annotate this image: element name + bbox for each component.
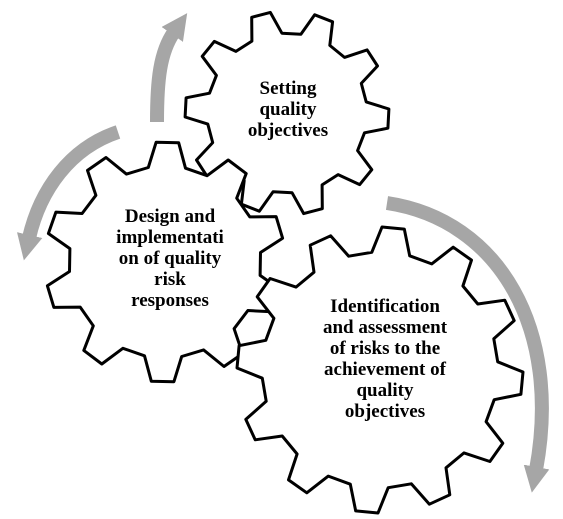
- gear-right-line: of risks to the: [329, 338, 441, 359]
- gear-right-line: Identification: [330, 296, 440, 317]
- gear-setting-objectives: [183, 10, 391, 216]
- gear-top-line: objectives: [247, 120, 329, 141]
- gear-right-label: Identification and assessment of risks t…: [300, 296, 470, 422]
- gear-right-line: achievement of: [324, 359, 446, 380]
- gear-top-line: quality: [259, 99, 317, 120]
- gear-right-line: quality: [356, 380, 414, 401]
- gear-left-line: Design and: [124, 206, 216, 227]
- gear-left-line: implementati: [116, 227, 224, 248]
- gear-right-line: and assessment: [322, 317, 448, 338]
- gear-top-label: Setting quality objectives: [228, 78, 348, 141]
- gear-left-label: Design and implementati on of quality ri…: [95, 206, 245, 311]
- cycle-arrow-left-down: [17, 125, 121, 261]
- gear-left-line: risk: [154, 269, 186, 290]
- gear-left-line: on of quality: [118, 248, 222, 269]
- gear-design-responses: [45, 140, 285, 384]
- cycle-arrow-right-down: [385, 196, 550, 493]
- gear-identification-assessment: [235, 225, 525, 515]
- gear-right-line: objectives: [344, 401, 426, 422]
- gear-left-line: responses: [131, 290, 209, 311]
- cycle-arrow-left-to-top: [150, 13, 188, 123]
- gear-top-line: Setting: [259, 78, 317, 99]
